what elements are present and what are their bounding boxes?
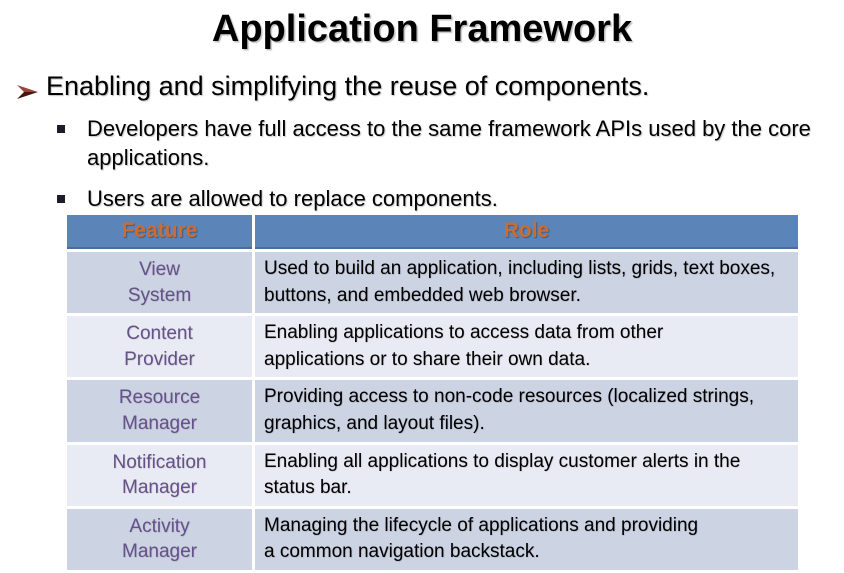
feature-line: System [127,284,192,306]
role-line: Enabling applications to access data fro… [264,322,664,344]
table-row: View System Used to build an application… [67,252,798,314]
square-bullet-icon [57,195,65,204]
feature-role-table: Feature Role View System Used to build a… [67,215,798,573]
feature-line: Notification [112,451,207,473]
role-line: graphics, and layout files). [264,412,485,434]
role-line: Providing access to non-code resources (… [264,386,755,408]
feature-cell: Resource Manager [67,380,252,442]
feature-line: Resource [118,387,201,409]
table-row: Activity Manager Managing the lifecycle … [67,508,798,570]
role-line: Managing the lifecycle of applications a… [264,514,699,536]
feature-line: Manager [122,412,197,434]
feature-cell: View System [67,252,252,314]
role-cell: Providing access to non-code resources (… [255,380,798,442]
sub-bullet-text: Users are allowed to replace components. [87,186,498,212]
bullet-text: Enabling and simplifying the reuse of co… [46,71,650,101]
role-line: Enabling all applications to display cus… [264,450,741,472]
feature-line: Manager [122,477,197,499]
feature-cell: Notification Manager [67,444,252,506]
feature-line: Provider [124,348,195,370]
table-body: View System Used to build an application… [67,252,798,570]
page-title: Application Framework [211,8,633,50]
column-header-feature: Feature [67,215,252,249]
table-row: Content Provider Enabling applications t… [67,316,798,378]
table-row: Notification Manager Enabling all applic… [67,444,798,506]
role-line: buttons, and embedded web browser. [264,284,581,306]
slide: Application Framework Enabling and simpl… [16,8,834,570]
arrow-bullet-icon [16,78,46,109]
feature-cell: Content Provider [67,316,252,378]
role-cell: Enabling all applications to display cus… [255,444,798,506]
column-header-role: Role [255,215,798,249]
feature-line: Content [126,323,193,345]
sub-bullet-item: Developers have full access to the same … [55,115,814,172]
feature-line: Activity [129,515,190,537]
role-cell: Enabling applications to access data fro… [255,316,798,378]
sub-bullet-item: Users are allowed to replace components. [55,185,814,214]
sub-bullet-text: Developers have full access to the same … [87,116,811,170]
feature-line: View [139,258,180,280]
role-cell: Managing the lifecycle of applications a… [255,508,798,570]
square-bullet-icon [57,125,65,133]
role-line: Used to build an application, including … [264,258,776,279]
role-line: a common navigation backstack. [264,541,540,563]
bullet-item-main: Enabling and simplifying the reuse of co… [16,71,834,109]
table-header-row: Feature Role [67,215,798,249]
feature-line: Manager [122,541,197,563]
table-row: Resource Manager Providing access to non… [67,380,798,442]
role-cell: Used to build an application, including … [255,252,798,314]
role-line: applications or to share their own data. [264,348,591,370]
role-line: status bar. [264,477,352,499]
feature-cell: Activity Manager [67,508,252,570]
